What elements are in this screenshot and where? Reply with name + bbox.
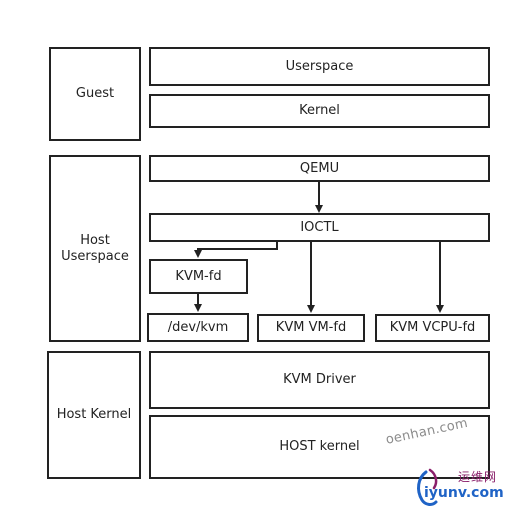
kvm-vcpu-fd-box: KVM VCPU-fd (375, 314, 490, 342)
qemu-box: QEMU (149, 155, 490, 182)
watermark-logo-cn: 运维网 (458, 470, 498, 484)
kvm-vm-fd-label: KVM VM-fd (275, 320, 347, 335)
host-kernel-label: Host Kernel (56, 407, 132, 422)
watermark-logo-url: iyunv.com (424, 485, 504, 501)
dev-kvm-label: /dev/kvm (167, 319, 229, 335)
kvm-vm-fd-box: KVM VM-fd (257, 314, 365, 342)
dev-kvm-box: /dev/kvm (147, 313, 249, 342)
guest-userspace-label: Userspace (285, 58, 354, 74)
host-kernel-label-box: Host Kernel (47, 351, 141, 479)
guest-userspace-box: Userspace (149, 47, 490, 86)
arrow-ioctl-to-kvm-fd (194, 242, 278, 258)
guest-kernel-label: Kernel (299, 103, 340, 118)
host-userspace-label-line2: Userspace (61, 248, 129, 264)
ioctl-box: IOCTL (149, 213, 490, 242)
ioctl-label: IOCTL (300, 219, 339, 235)
kvm-driver-label: KVM Driver (283, 372, 356, 387)
host-userspace-label-box: Host Userspace (49, 155, 141, 342)
kvm-fd-label: KVM-fd (175, 268, 222, 284)
guest-kernel-box: Kernel (149, 94, 490, 128)
host-kernel-box: HOST kernel (149, 415, 490, 479)
host-userspace-label-line1: Host (80, 232, 110, 248)
guest-label: Guest (75, 86, 115, 101)
watermark-swirl-icon (417, 468, 438, 506)
kvm-fd-box: KVM-fd (149, 259, 248, 294)
guest-label-box: Guest (49, 47, 141, 141)
kvm-vcpu-fd-label: KVM VCPU-fd (389, 320, 476, 335)
host-kernel-box-label: HOST kernel (279, 439, 360, 454)
watermark-logo: 运维网 iyunv.com (412, 468, 518, 508)
kvm-driver-box: KVM Driver (149, 351, 490, 409)
host-userspace-label: Host Userspace (61, 233, 129, 265)
qemu-label: QEMU (299, 160, 340, 176)
